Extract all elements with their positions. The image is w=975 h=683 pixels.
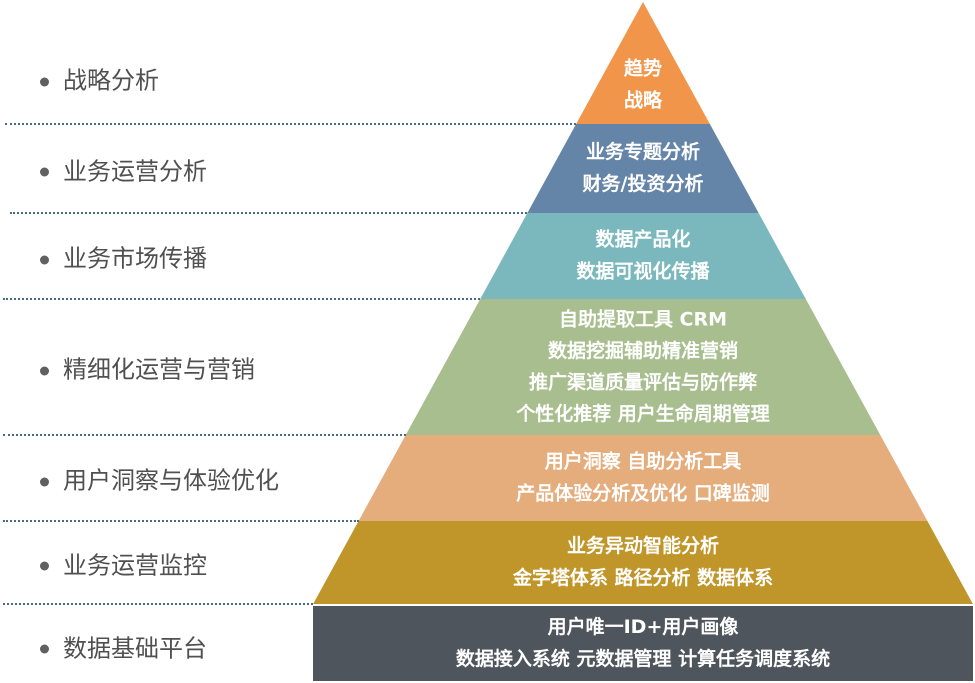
layer-label-text: 业务运营监控	[63, 551, 207, 579]
bullet-icon	[40, 561, 49, 571]
bullet-icon	[40, 366, 49, 375]
layer-text: 金字塔体系 路径分析 数据体系	[512, 566, 773, 589]
layer-text: 自助提取工具 CRM	[559, 307, 727, 330]
layer-text: 数据挖掘辅助精准营销	[548, 339, 738, 362]
pyramid-layer-3	[480, 213, 806, 299]
layer-text: 数据可视化传播	[576, 260, 710, 283]
separator-line	[3, 434, 406, 436]
layer-text: 战略	[624, 89, 663, 112]
layer-label: 用户洞察与体验优化	[40, 461, 279, 496]
layer-text: 用户洞察 自助分析工具	[545, 450, 742, 473]
layer-label: 业务市场传播	[40, 239, 207, 274]
separator-line	[3, 298, 481, 300]
bullet-icon	[40, 167, 49, 177]
layer-label-text: 业务市场传播	[63, 244, 207, 273]
bullet-icon	[40, 255, 49, 264]
pyramid-layer-5	[358, 435, 928, 521]
layer-label-text: 精细化运营与营销	[63, 355, 255, 384]
layer-text: 用户唯一ID+用户画像	[548, 615, 740, 638]
layer-label-text: 数据基础平台	[63, 634, 207, 662]
separator-line	[5, 123, 577, 125]
layer-label-text: 用户洞察与体验优化	[63, 466, 279, 495]
layer-text: 产品体验分析及优化 口碑监测	[516, 482, 770, 505]
layer-text: 推广渠道质量评估与防作弊	[529, 370, 758, 393]
layer-text: 数据接入系统 元数据管理 计算任务调度系统	[456, 647, 830, 670]
layer-label: 数据基础平台	[40, 628, 207, 663]
layer-text: 财务/投资分析	[583, 172, 704, 195]
layer-label: 战略分析	[40, 61, 159, 96]
pyramid-layer-1	[576, 2, 710, 124]
separator-line	[3, 520, 359, 522]
bullet-icon	[40, 477, 49, 486]
layer-text: 趋势	[624, 57, 662, 80]
pyramid-layer-6	[313, 521, 973, 604]
layer-label: 精细化运营与营销	[40, 350, 255, 385]
bullet-icon	[40, 644, 49, 654]
pyramid-layer-2	[527, 124, 759, 213]
layer-label: 业务运营分析	[40, 151, 207, 186]
separator-line	[10, 212, 528, 214]
layer-label-text: 业务运营分析	[63, 157, 207, 185]
layer-text: 个性化推荐 用户生命周期管理	[515, 402, 770, 425]
layer-label: 业务运营监控	[40, 545, 207, 580]
pyramid-layer-7	[313, 606, 973, 681]
separator-line	[3, 603, 313, 605]
pyramid-layer-4	[405, 299, 881, 435]
bullet-icon	[40, 77, 49, 86]
layer-text: 业务专题分析	[586, 140, 700, 163]
layer-text: 数据产品化	[595, 228, 690, 251]
layer-text: 业务异动智能分析	[567, 534, 719, 557]
layer-label-text: 战略分析	[63, 66, 159, 95]
